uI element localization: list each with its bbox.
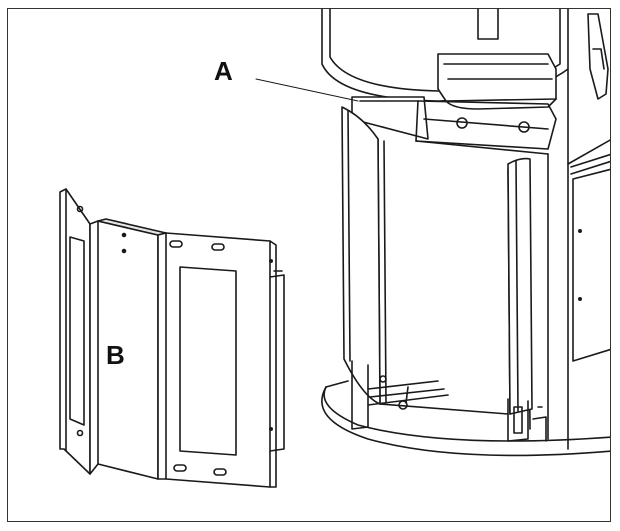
callout-label-a: A <box>214 56 233 86</box>
stove-body <box>321 9 610 457</box>
callout-label-b: B <box>106 340 125 370</box>
diagram-frame: A B <box>7 8 611 522</box>
stove-assembly-illustration <box>59 9 610 488</box>
door-panel-b <box>59 188 285 488</box>
callout-a-leader <box>255 78 359 102</box>
